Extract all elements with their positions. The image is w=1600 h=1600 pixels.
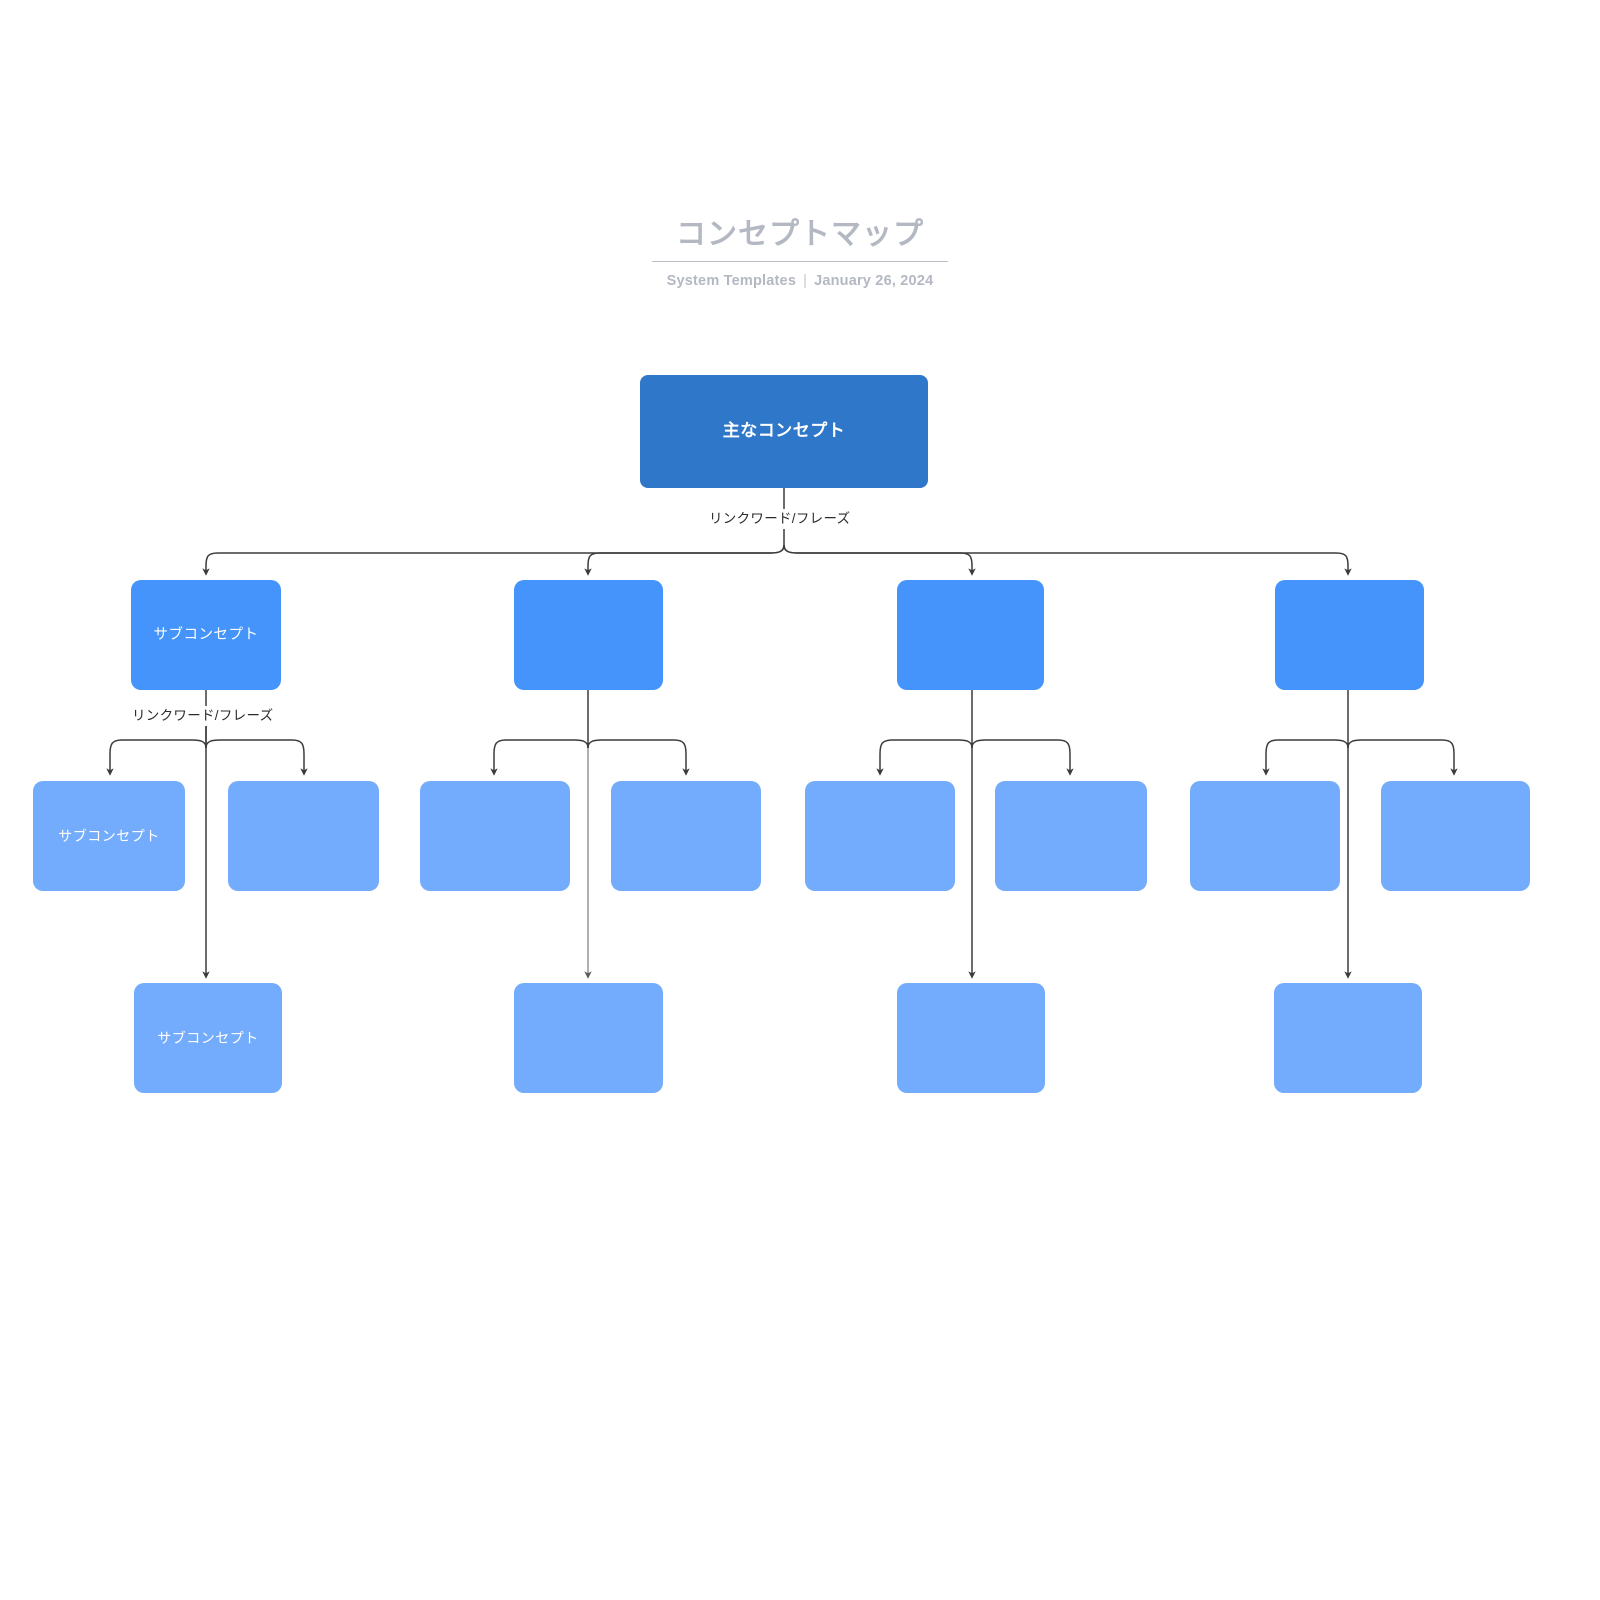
node-level3-branch3-a[interactable] — [805, 781, 955, 891]
edge-root-to-branch4 — [783, 544, 1352, 576]
edge-root-to-branch3 — [783, 544, 976, 576]
node-level3-branch1-b[interactable] — [228, 781, 379, 891]
edge-b3-l2-to-l3b — [971, 739, 1074, 776]
node-level3-branch2-b[interactable] — [611, 781, 761, 891]
edge-b1-l2-to-l3b — [205, 739, 308, 776]
node-level3-branch4-b[interactable] — [1381, 781, 1530, 891]
node-level3-branch2-a[interactable] — [420, 781, 570, 891]
edge-b2-l2-to-l3b — [587, 739, 690, 776]
node-level2-branch2[interactable] — [514, 580, 663, 690]
node-level4-branch2[interactable] — [514, 983, 663, 1093]
node-level3-branch4-a[interactable] — [1190, 781, 1340, 891]
node-level2-branch3[interactable] — [897, 580, 1044, 690]
edge-b4-l2-to-l3a — [1262, 739, 1349, 776]
edge-label-root-to-level2: リンクワード/フレーズ — [703, 509, 857, 530]
edge-b4-l2-to-l3b — [1347, 739, 1458, 776]
edge-b3-l2-to-l3a — [876, 739, 973, 776]
edge-b1-l2-to-l3a — [106, 739, 207, 776]
node-root[interactable]: 主なコンセプト — [640, 375, 928, 488]
node-level2-branch4[interactable] — [1275, 580, 1424, 690]
edge-root-to-branch1 — [202, 544, 785, 576]
node-level4-branch1[interactable]: サブコンセプト — [134, 983, 282, 1093]
node-level2-branch1[interactable]: サブコンセプト — [131, 580, 281, 690]
edge-root-to-branch2 — [584, 544, 785, 576]
node-level3-branch3-b[interactable] — [995, 781, 1147, 891]
node-level3-branch1-a[interactable]: サブコンセプト — [33, 781, 185, 891]
edge-b2-l2-to-l3a — [490, 739, 589, 776]
edge-label-branch1-level2-to-level3: リンクワード/フレーズ — [126, 706, 280, 727]
node-level4-branch3[interactable] — [897, 983, 1045, 1093]
node-level4-branch4[interactable] — [1274, 983, 1422, 1093]
